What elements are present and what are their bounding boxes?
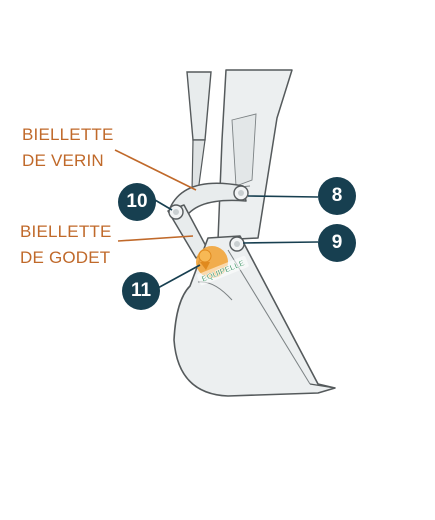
label-godet-line-1: BIELLETTE: [20, 222, 112, 241]
callout-badge-8: 8: [318, 177, 356, 215]
label-verin-line-2: DE VERIN: [22, 151, 104, 170]
cylinder: [186, 71, 212, 193]
callout-badge-10: 10: [118, 183, 156, 221]
dipper-arm: [217, 69, 293, 241]
label-biellette-de-godet: BIELLETTE DE GODET: [20, 221, 112, 269]
label-leaders: [114, 149, 197, 242]
callout-badge-9: 9: [318, 224, 356, 262]
callout-leaders: [154, 195, 319, 290]
label-biellette-de-verin: BIELLETTE DE VERIN: [22, 124, 114, 172]
label-godet-line-2: DE GODET: [20, 248, 111, 267]
callout-badge-11: 11: [122, 272, 160, 310]
pins: [168, 185, 249, 252]
label-verin-line-1: BIELLETTE: [22, 125, 114, 144]
